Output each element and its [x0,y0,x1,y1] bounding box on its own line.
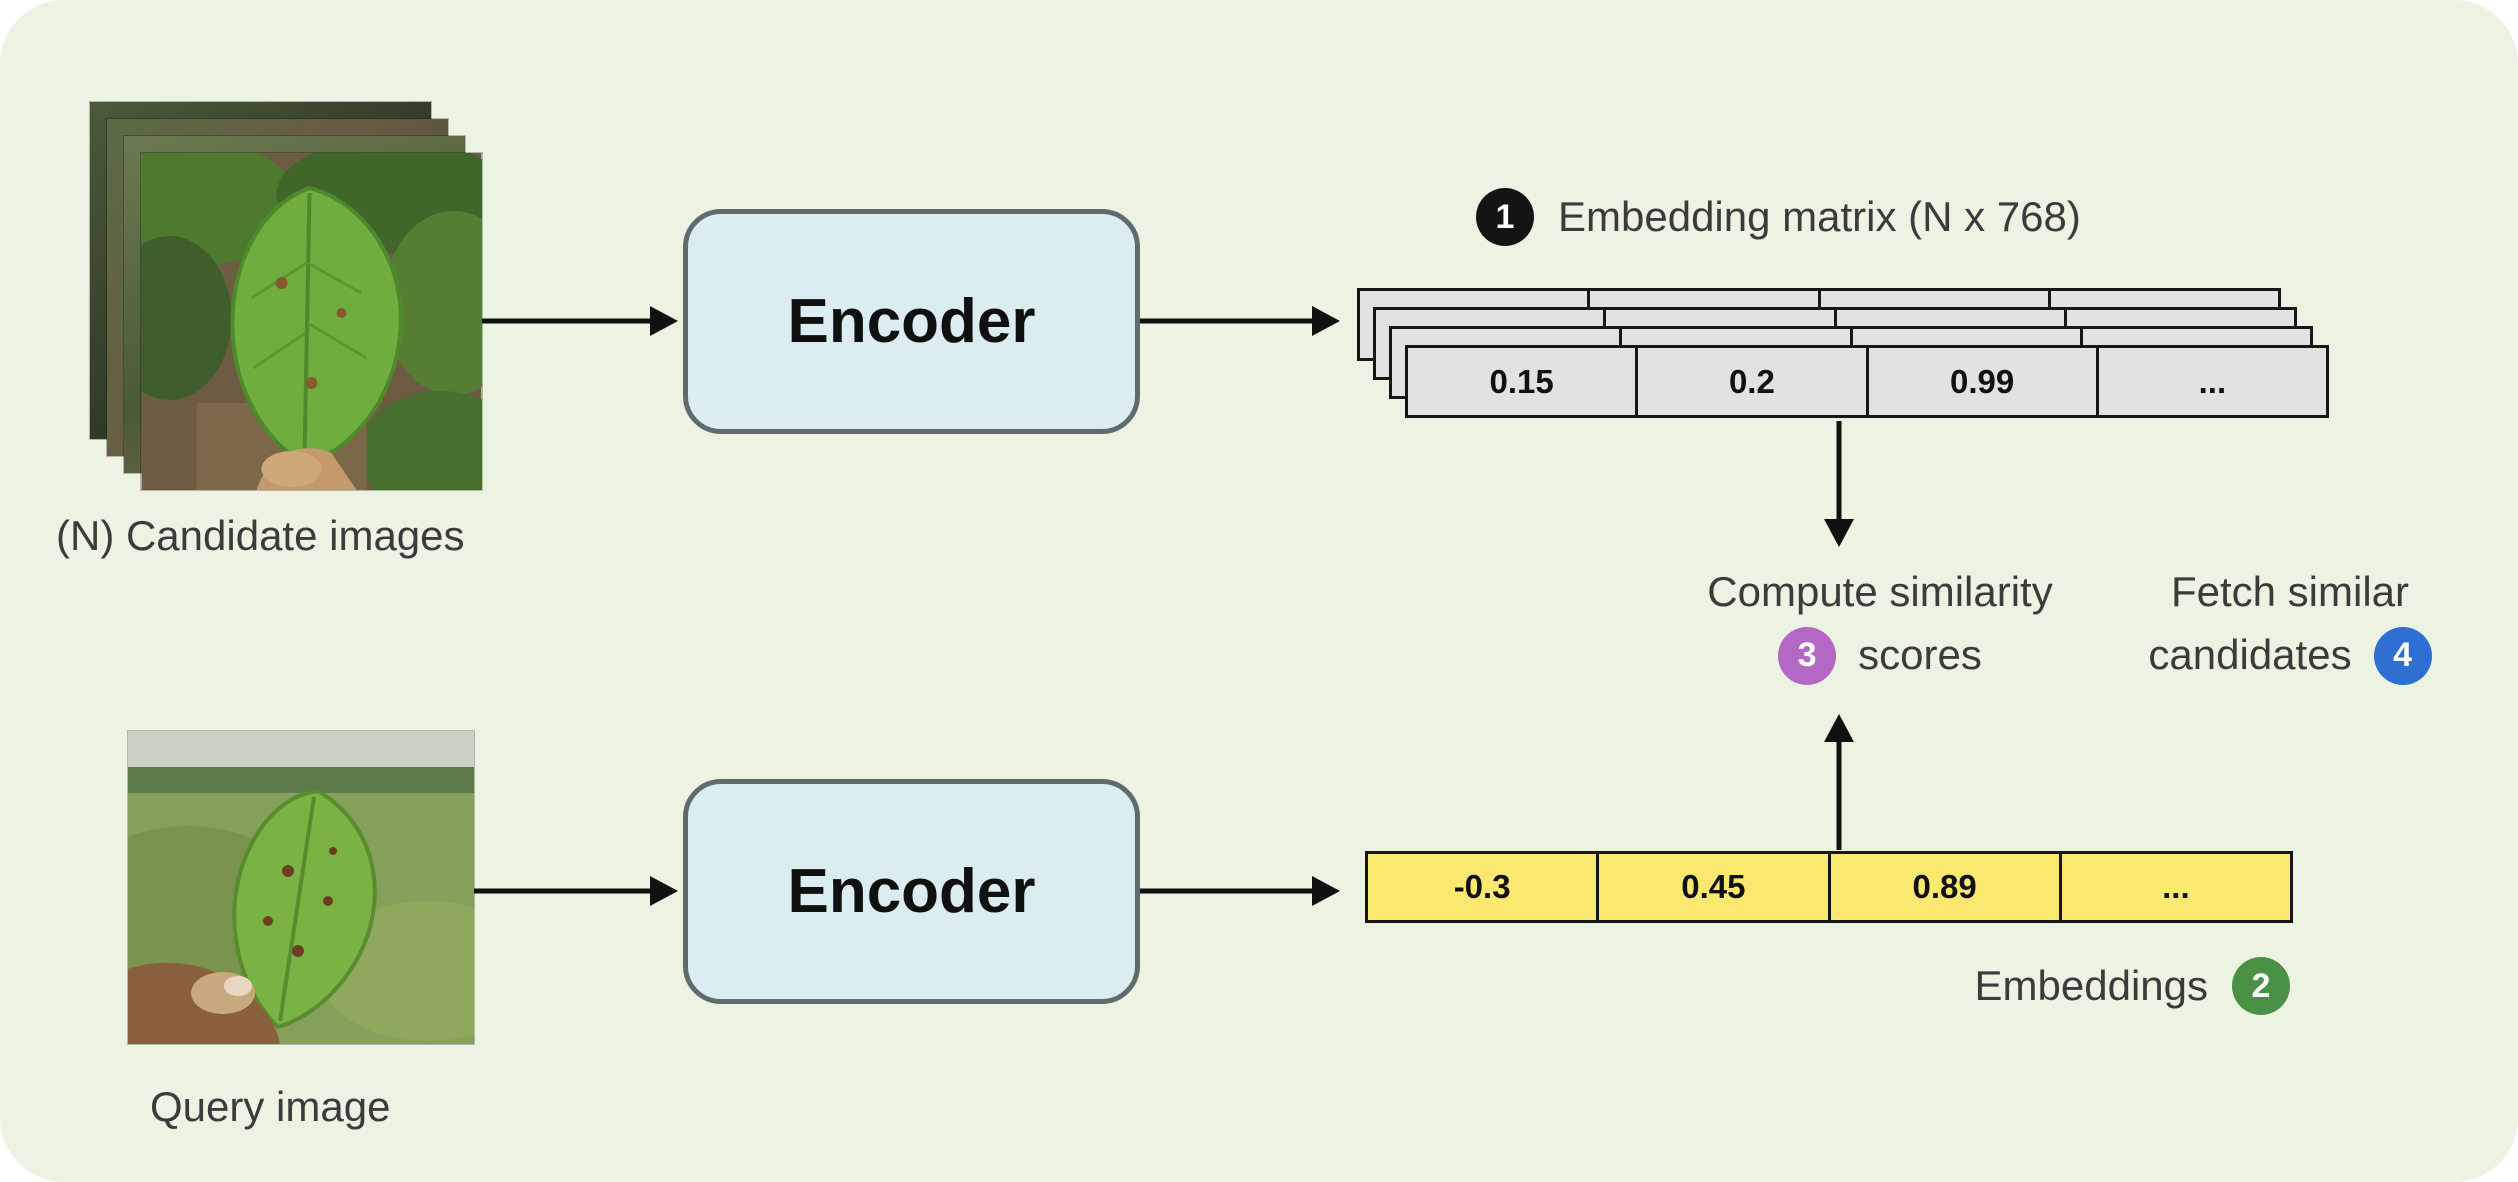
arrow-candidates-to-encoder [482,303,678,339]
query-image-label: Query image [150,1083,391,1130]
arrowhead-right-icon [650,876,678,906]
arrowhead-up-icon [1824,714,1854,742]
matrix-row-front: 0.15 0.2 0.99 ... [1405,345,2329,418]
embedding-cell-value: 0.89 [1827,854,2059,920]
arrow-shaft [474,888,656,894]
matrix-cell-value: ... [2095,348,2326,415]
matrix-cell-value: 0.99 [1865,348,2096,415]
embedding-cell-value: -0.3 [1453,868,1511,905]
arrow-shaft [1140,318,1318,324]
step-4-line1: Fetch similar [2170,568,2410,615]
step-1: 1 Embedding matrix (N x 768) [1476,188,2081,246]
step-2: Embeddings 2 [1890,957,2290,1015]
query-embedding-row: -0.3 0.45 0.89 ... [1365,851,2293,923]
step-1-badge: 1 [1476,188,1534,246]
step-4-line2: candidates [2148,631,2352,679]
encoder-box-bottom: Encoder [683,779,1140,1004]
step-4: Fetch similar candidates 4 [2090,566,2490,685]
step-3-badge: 3 [1778,626,1837,685]
arrowhead-right-icon [1312,876,1340,906]
embedding-matrix: 0.15 0.2 0.99 ... [1357,288,2329,418]
candidate-leaf-illustration [141,153,482,490]
candidate-images-label: (N) Candidate images [56,512,465,559]
arrow-shaft [1836,421,1842,525]
arrow-shaft [1836,736,1842,850]
query-image [128,731,474,1044]
arrow-matrix-to-similarity [1821,421,1857,547]
arrowhead-right-icon [1312,306,1340,336]
arrow-shaft [1140,888,1318,894]
step-4-badge: 4 [2373,626,2432,685]
matrix-cell-value: 0.15 [1489,362,1554,400]
step-2-label: Embeddings [1974,962,2208,1009]
step-2-badge: 2 [2232,957,2290,1015]
step-3-line1: Compute similarity [1707,568,2053,615]
arrowhead-down-icon [1824,519,1854,547]
arrow-query-to-encoder [474,873,678,909]
matrix-cell-value: 0.2 [1635,348,1865,415]
arrow-shaft [482,318,656,324]
step-3: Compute similarity 3 scores [1630,566,2130,685]
arrow-encoder-to-embedding [1140,873,1340,909]
candidate-photo-front [141,153,482,490]
arrowhead-right-icon [650,306,678,336]
encoder-box-top: Encoder [683,209,1140,434]
step-1-label: Embedding matrix (N x 768) [1558,193,2081,240]
embedding-cell-value: ... [2058,854,2290,920]
embedding-cell-value: 0.45 [1596,854,1827,920]
arrow-encoder-to-matrix [1140,303,1340,339]
arrow-embedding-to-similarity [1821,714,1857,850]
candidate-image-stack [90,102,482,490]
step-3-line2: scores [1858,631,1982,679]
query-leaf-illustration [128,731,474,1044]
